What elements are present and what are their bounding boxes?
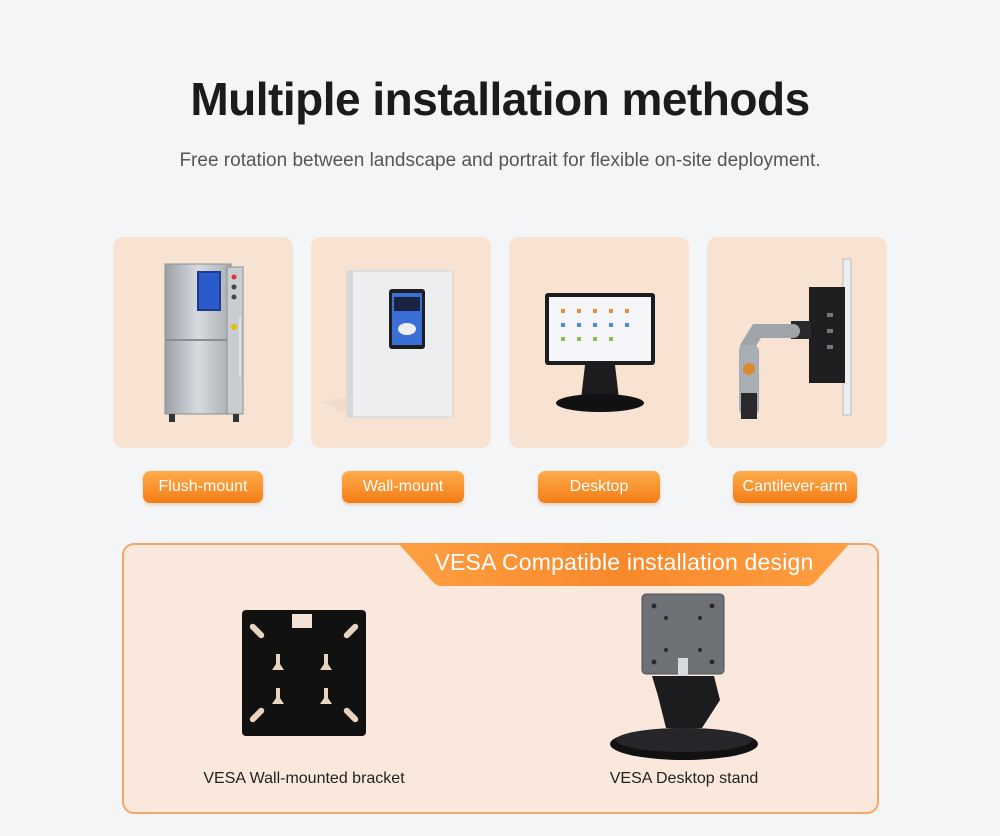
wall-bracket-illustration (242, 610, 366, 736)
page-subtitle: Free rotation between landscape and port… (179, 150, 821, 171)
desktop-monitor-illustration (545, 293, 655, 412)
wall-bracket-caption: VESA Wall-mounted bracket (203, 770, 405, 787)
cabinet-illustration (164, 263, 244, 422)
flush-mount-card (113, 237, 293, 448)
desktop-label: Desktop (538, 471, 660, 503)
desktop-card (509, 237, 689, 448)
vesa-title: VESA Compatible installation design (434, 549, 814, 575)
page-title: Multiple installation methods (190, 73, 810, 125)
arm-mount-illustration (739, 258, 852, 419)
cantilever-arm-card (707, 237, 887, 448)
cantilever-arm-label: Cantilever-arm (733, 471, 857, 503)
wall-mount-label: Wall-mount (342, 471, 464, 503)
vesa-panel: VESA Compatible installation design (122, 543, 879, 814)
tab-shape (398, 543, 850, 586)
desktop-stand-caption: VESA Desktop stand (609, 770, 759, 787)
desktop-stand-illustration (610, 593, 758, 760)
wall-mount-card (311, 237, 491, 448)
wall-panel-illustration (321, 270, 454, 418)
installation-methods: Flush-mount Wall-mount Desktop Cantileve… (113, 237, 887, 507)
flush-mount-label: Flush-mount (143, 471, 263, 503)
vesa-title-tab: VESA Compatible installation design (398, 543, 850, 587)
